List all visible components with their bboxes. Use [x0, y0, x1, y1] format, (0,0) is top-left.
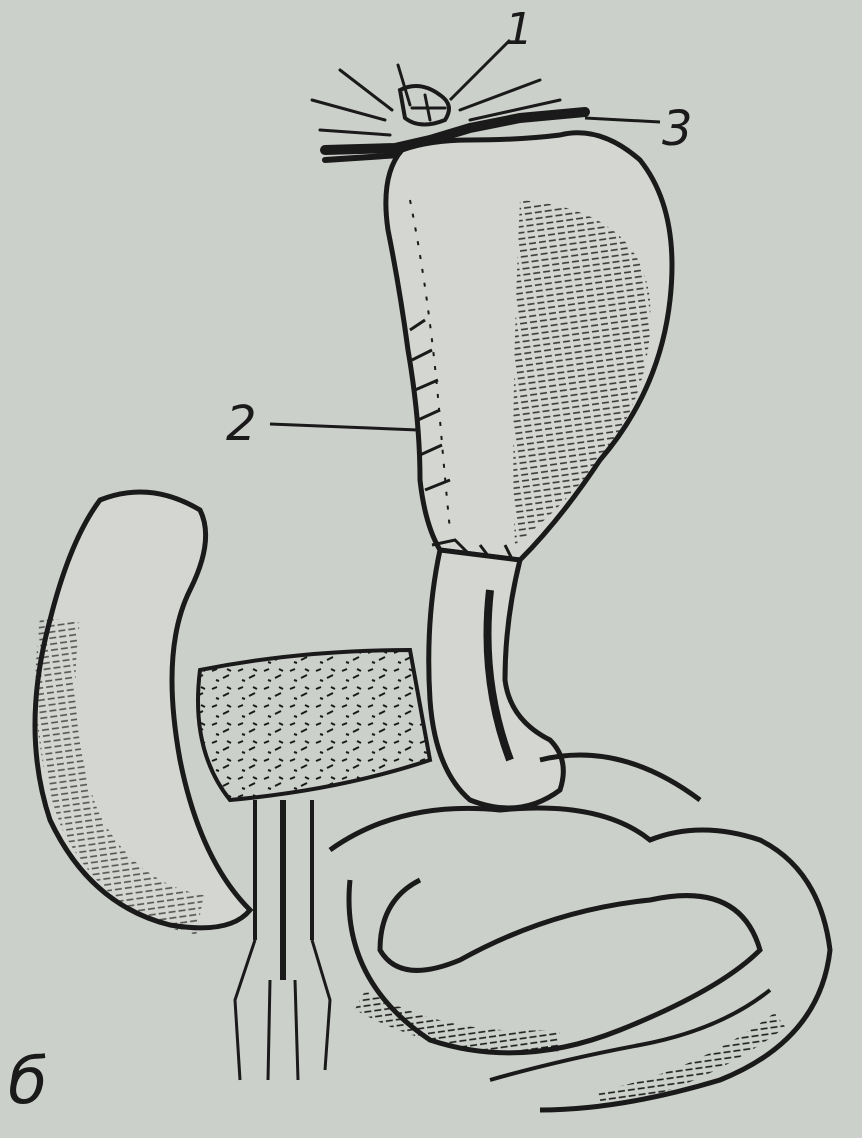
figure-letter: б: [8, 1050, 47, 1114]
pancreas: [198, 650, 430, 800]
stomach: [386, 133, 672, 560]
label-2: 2: [226, 400, 257, 448]
duodenum-bulb: [429, 550, 564, 808]
intestinal-loops: [330, 755, 830, 1110]
label-1: 1: [505, 8, 533, 52]
label-3: 3: [662, 105, 693, 153]
vessel-trunk: [235, 800, 330, 1080]
